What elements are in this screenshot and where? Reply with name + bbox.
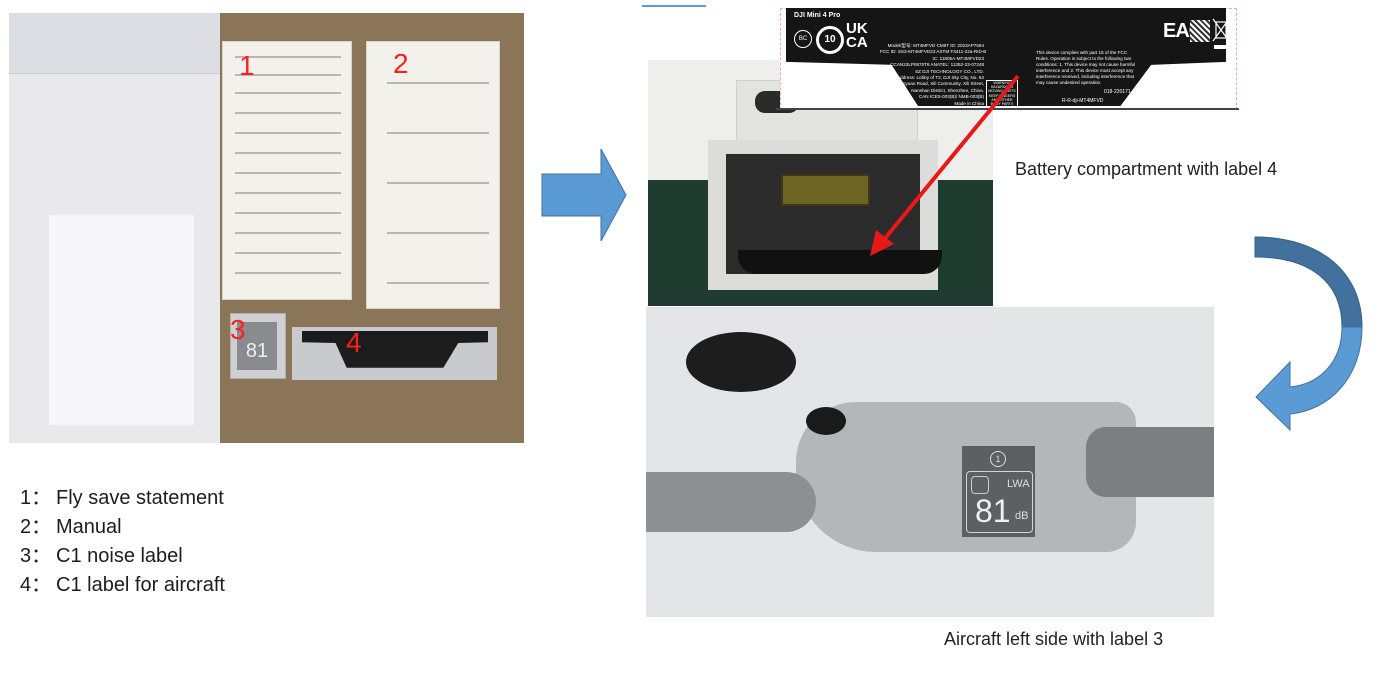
divider-line (776, 108, 1239, 110)
caption-battery-compartment: Battery compartment with label 4 (1015, 159, 1278, 179)
noise-sticker-value: 81 (245, 340, 269, 362)
bc-mark: BC (794, 30, 812, 48)
battery-compartment-photo (648, 60, 993, 306)
manual-booklet: 2 (366, 41, 500, 309)
noise-metric: LWA (1007, 478, 1030, 490)
ukca-mark: UK CA (846, 20, 868, 51)
marker-label-1: 1 (239, 50, 255, 81)
kc-code: R-R-dji-MT4MFVD (1062, 98, 1104, 104)
class-badge: 1 (990, 451, 1006, 467)
installed-noise-label-3: 1 LWA 81 dB (962, 446, 1035, 537)
battery-bay (708, 140, 942, 290)
aircraft-label-black-print (302, 331, 488, 368)
right-arrow-icon (541, 148, 627, 242)
red-pointer-arrow-icon (870, 74, 1020, 256)
weee-bin-icon (1212, 18, 1230, 49)
noise-sticker-face: 81 (237, 322, 277, 370)
aircraft-left-side-photo: 1 LWA 81 dB (646, 307, 1214, 617)
noise-unit: dB (1015, 510, 1029, 522)
fly-safe-statement-sheet: 1 (222, 41, 352, 300)
plastic-bag (9, 13, 220, 443)
bag-seal (9, 13, 220, 74)
drone-top-sensor (806, 407, 846, 435)
kit-contents-photo: 1 2 81 3 4 (9, 13, 524, 443)
legend-item: 3：C1 noise label (20, 545, 183, 567)
bag-card-insert (49, 215, 194, 425)
caption-aircraft-left-side: Aircraft left side with label 3 (944, 629, 1164, 649)
brand-text: DJI Mini 4 Pro (794, 12, 841, 19)
drone-arm-right (1086, 427, 1214, 497)
model-info: Model/型号: MT4MFVD CMIIT ID: 2023AP7594 F… (880, 43, 987, 106)
cert-code: 018-230171 (1104, 89, 1131, 95)
marker-label-4: 4 (346, 327, 362, 358)
qr-code-icon (1190, 20, 1210, 42)
aircraft-label-sticker: 4 (292, 327, 497, 380)
battery-contacts (781, 174, 870, 206)
legend-item: 4：C1 label for aircraft (20, 574, 225, 596)
class-mark: 10 (816, 26, 844, 54)
curved-arrow-icon (1254, 236, 1363, 432)
marker-label-3: 3 (230, 314, 246, 345)
marker-label-2: 2 (393, 48, 409, 79)
decorative-line (642, 5, 706, 7)
noise-value: 81 (975, 493, 1011, 529)
drone-front-sensor (686, 332, 796, 392)
fcc-statement: This device complies with part 15 of the… (1036, 50, 1136, 85)
drone-arm-left (646, 472, 816, 532)
legend-item: 1：Fly save statement (20, 487, 224, 509)
installed-label-4 (738, 250, 942, 274)
legend-item: 2：Manual (20, 516, 122, 538)
legend-list: 1：Fly save statement 2：Manual 3：C1 noise… (20, 484, 225, 600)
noise-sticker: 81 3 (230, 313, 286, 379)
sound-icon (971, 476, 989, 494)
